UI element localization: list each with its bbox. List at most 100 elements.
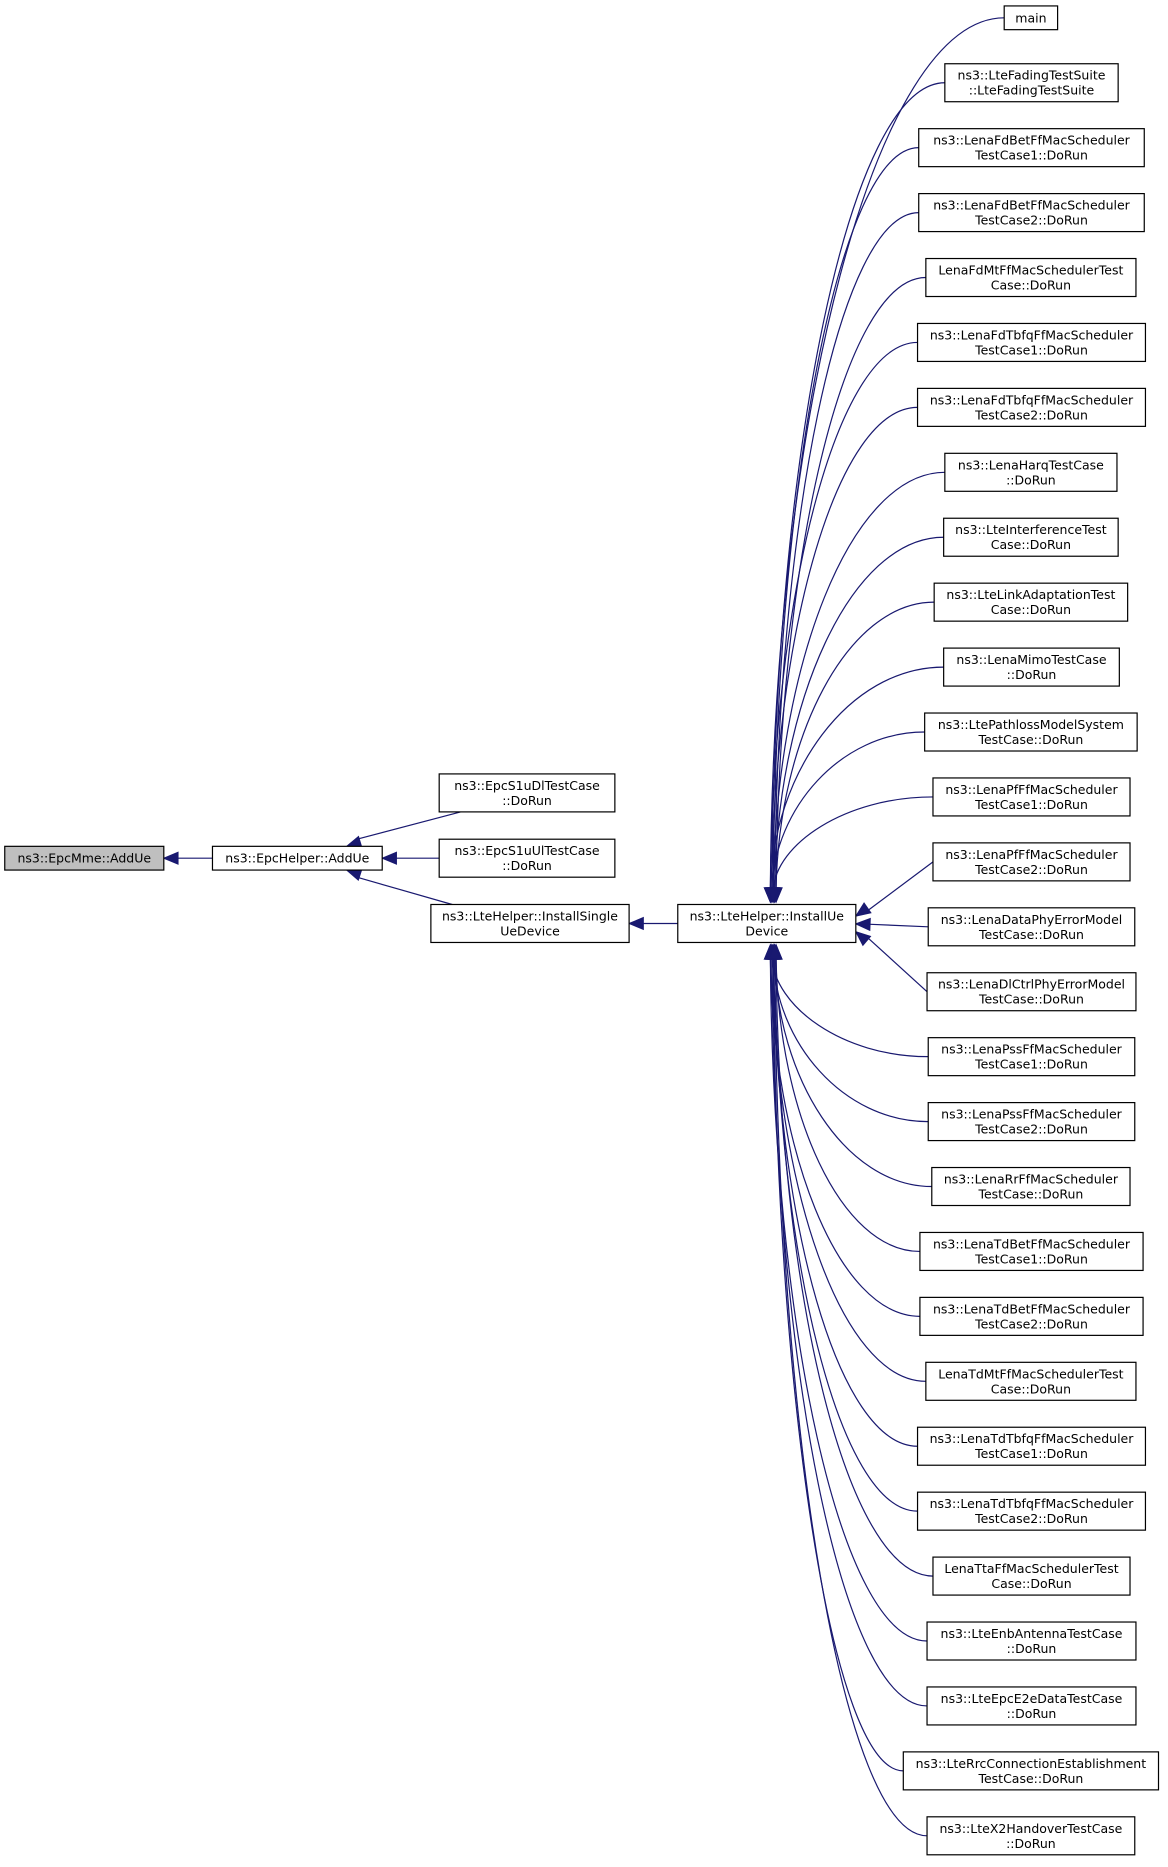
node-fdtbfq2[interactable]: ns3::LenaFdTbfqFfMacSchedulerTestCase2::… <box>916 387 1147 427</box>
node-label: TestCase2::DoRun <box>974 1316 1088 1331</box>
node-label: Case::DoRun <box>991 537 1071 552</box>
node-pss2[interactable]: ns3::LenaPssFfMacSchedulerTestCase2::DoR… <box>927 1101 1136 1142</box>
call-edge <box>767 943 928 1837</box>
node-label: ns3::EpcMme::AddUe <box>17 851 151 866</box>
node-box <box>919 1231 1144 1272</box>
node-label: ns3::LenaPfFfMacScheduler <box>945 847 1118 862</box>
node-box <box>926 1621 1137 1661</box>
node-rrcconn[interactable]: ns3::LteRrcConnectionEstablishmentTestCa… <box>902 1751 1160 1791</box>
call-edge <box>763 943 928 1642</box>
node-mimo[interactable]: ns3::LenaMimoTestCase::DoRun <box>943 647 1120 687</box>
node-box <box>916 1426 1147 1466</box>
edge-line <box>775 276 926 891</box>
node-box <box>1003 5 1059 31</box>
node-label: ns3::EpcS1uUlTestCase <box>454 843 599 858</box>
call-edge <box>767 211 919 904</box>
node-box <box>933 582 1129 622</box>
node-epchelper-addue[interactable]: ns3::EpcHelper::AddUe <box>211 845 383 871</box>
node-tdtbfq1[interactable]: ns3::LenaTdTbfqFfMacSchedulerTestCase1::… <box>916 1426 1147 1466</box>
node-box <box>430 903 630 944</box>
node-box <box>926 1816 1136 1856</box>
node-tdbet2[interactable]: ns3::LenaTdBetFfMacSchedulerTestCase2::D… <box>919 1296 1144 1336</box>
node-label: ns3::LtePathlossModelSystem <box>938 717 1124 732</box>
arrowhead-icon <box>854 917 871 932</box>
edge-line <box>772 796 933 891</box>
node-label: Case::DoRun <box>991 278 1071 293</box>
node-label: ns3::LteEpcE2eDataTestCase <box>941 1691 1123 1706</box>
edge-line <box>772 147 919 891</box>
node-label: Device <box>745 923 788 938</box>
node-dlctrl[interactable]: ns3::LenaDlCtrlPhyErrorModelTestCase::Do… <box>926 972 1137 1012</box>
node-fadingsuite[interactable]: ns3::LteFadingTestSuite::LteFadingTestSu… <box>944 63 1119 103</box>
node-epcs1uul[interactable]: ns3::EpcS1uUlTestCase::DoRun <box>438 838 616 878</box>
node-box <box>211 845 383 871</box>
node-label: ns3::LteHelper::InstallUe <box>690 908 845 923</box>
node-label: ns3::LenaFdTbfqFfMacScheduler <box>930 392 1134 407</box>
node-box <box>927 1037 1136 1077</box>
call-edge <box>854 930 928 993</box>
node-label: ns3::LteInterferenceTest <box>955 522 1107 537</box>
node-box <box>943 517 1119 557</box>
call-edge <box>763 666 944 904</box>
node-main[interactable]: main <box>1003 5 1059 31</box>
node-label: ns3::LteHelper::InstallSingle <box>442 908 618 923</box>
node-harq[interactable]: ns3::LenaHarqTestCase::DoRun <box>944 452 1118 492</box>
node-fdtbfq1[interactable]: ns3::LenaFdTbfqFfMacSchedulerTestCase1::… <box>916 322 1147 363</box>
edge-line <box>775 956 933 1577</box>
node-epce2e[interactable]: ns3::LteEpcE2eDataTestCase::DoRun <box>926 1686 1137 1726</box>
node-label: UeDevice <box>500 923 560 938</box>
node-label: TestCase::DoRun <box>977 732 1083 747</box>
node-pf2[interactable]: ns3::LenaPfFfMacSchedulerTestCase2::DoRu… <box>932 842 1131 882</box>
node-pf1[interactable]: ns3::LenaPfFfMacSchedulerTestCase1::DoRu… <box>932 777 1131 817</box>
node-box <box>916 387 1147 427</box>
node-label: ns3::LenaDataPhyErrorModel <box>941 912 1123 927</box>
node-dataphy[interactable]: ns3::LenaDataPhyErrorModelTestCase::DoRu… <box>927 907 1136 947</box>
node-tdtbfq2[interactable]: ns3::LenaTdTbfqFfMacSchedulerTestCase2::… <box>916 1491 1147 1531</box>
node-pathloss[interactable]: ns3::LtePathlossModelSystemTestCase::DoR… <box>924 712 1138 752</box>
node-tdbet1[interactable]: ns3::LenaTdBetFfMacSchedulerTestCase1::D… <box>919 1231 1144 1272</box>
call-edge <box>345 868 453 906</box>
node-label: ns3::LenaFdTbfqFfMacScheduler <box>930 327 1134 342</box>
node-label: Case::DoRun <box>991 1576 1071 1591</box>
node-box <box>944 452 1118 492</box>
call-edge <box>767 943 932 1188</box>
node-box <box>927 1101 1136 1142</box>
edge-line <box>769 956 920 1317</box>
node-label: ns3::LenaRrFfMacScheduler <box>944 1172 1119 1187</box>
node-box <box>932 777 1131 817</box>
node-box <box>926 972 1137 1012</box>
edge-line <box>355 811 461 841</box>
node-label: ns3::LenaDlCtrlPhyErrorModel <box>938 977 1125 992</box>
call-edge <box>769 943 920 1253</box>
node-label: ::DoRun <box>1007 1641 1057 1656</box>
node-box <box>916 322 1147 363</box>
call-edge <box>766 943 904 1772</box>
node-label: LenaTdMtFfMacSchedulerTest <box>938 1366 1123 1381</box>
node-enbantenna[interactable]: ns3::LteEnbAntennaTestCase::DoRun <box>926 1621 1137 1661</box>
node-label: ns3::LenaMimoTestCase <box>956 652 1106 667</box>
call-edge <box>766 471 945 904</box>
node-label: ns3::LenaPssFfMacScheduler <box>941 1107 1123 1122</box>
node-box <box>918 192 1145 233</box>
node-epcs1udl[interactable]: ns3::EpcS1uDlTestCase::DoRun <box>438 773 616 813</box>
node-epcmme-addue[interactable]: ns3::EpcMme::AddUe <box>4 845 165 871</box>
node-box <box>943 647 1120 687</box>
arrowhead-icon <box>380 851 397 865</box>
arrowhead-icon <box>766 887 780 904</box>
node-x2handover[interactable]: ns3::LteX2HandoverTestCase::DoRun <box>926 1816 1136 1856</box>
node-fdbet2[interactable]: ns3::LenaFdBetFfMacSchedulerTestCase2::D… <box>918 192 1145 233</box>
edge-line <box>772 956 929 1123</box>
call-edge <box>627 916 678 931</box>
node-fdbet1[interactable]: ns3::LenaFdBetFfMacSchedulerTestCase1::D… <box>918 128 1145 168</box>
node-pss1[interactable]: ns3::LenaPssFfMacSchedulerTestCase1::DoR… <box>927 1037 1136 1077</box>
node-label: ::DoRun <box>1007 1706 1057 1721</box>
